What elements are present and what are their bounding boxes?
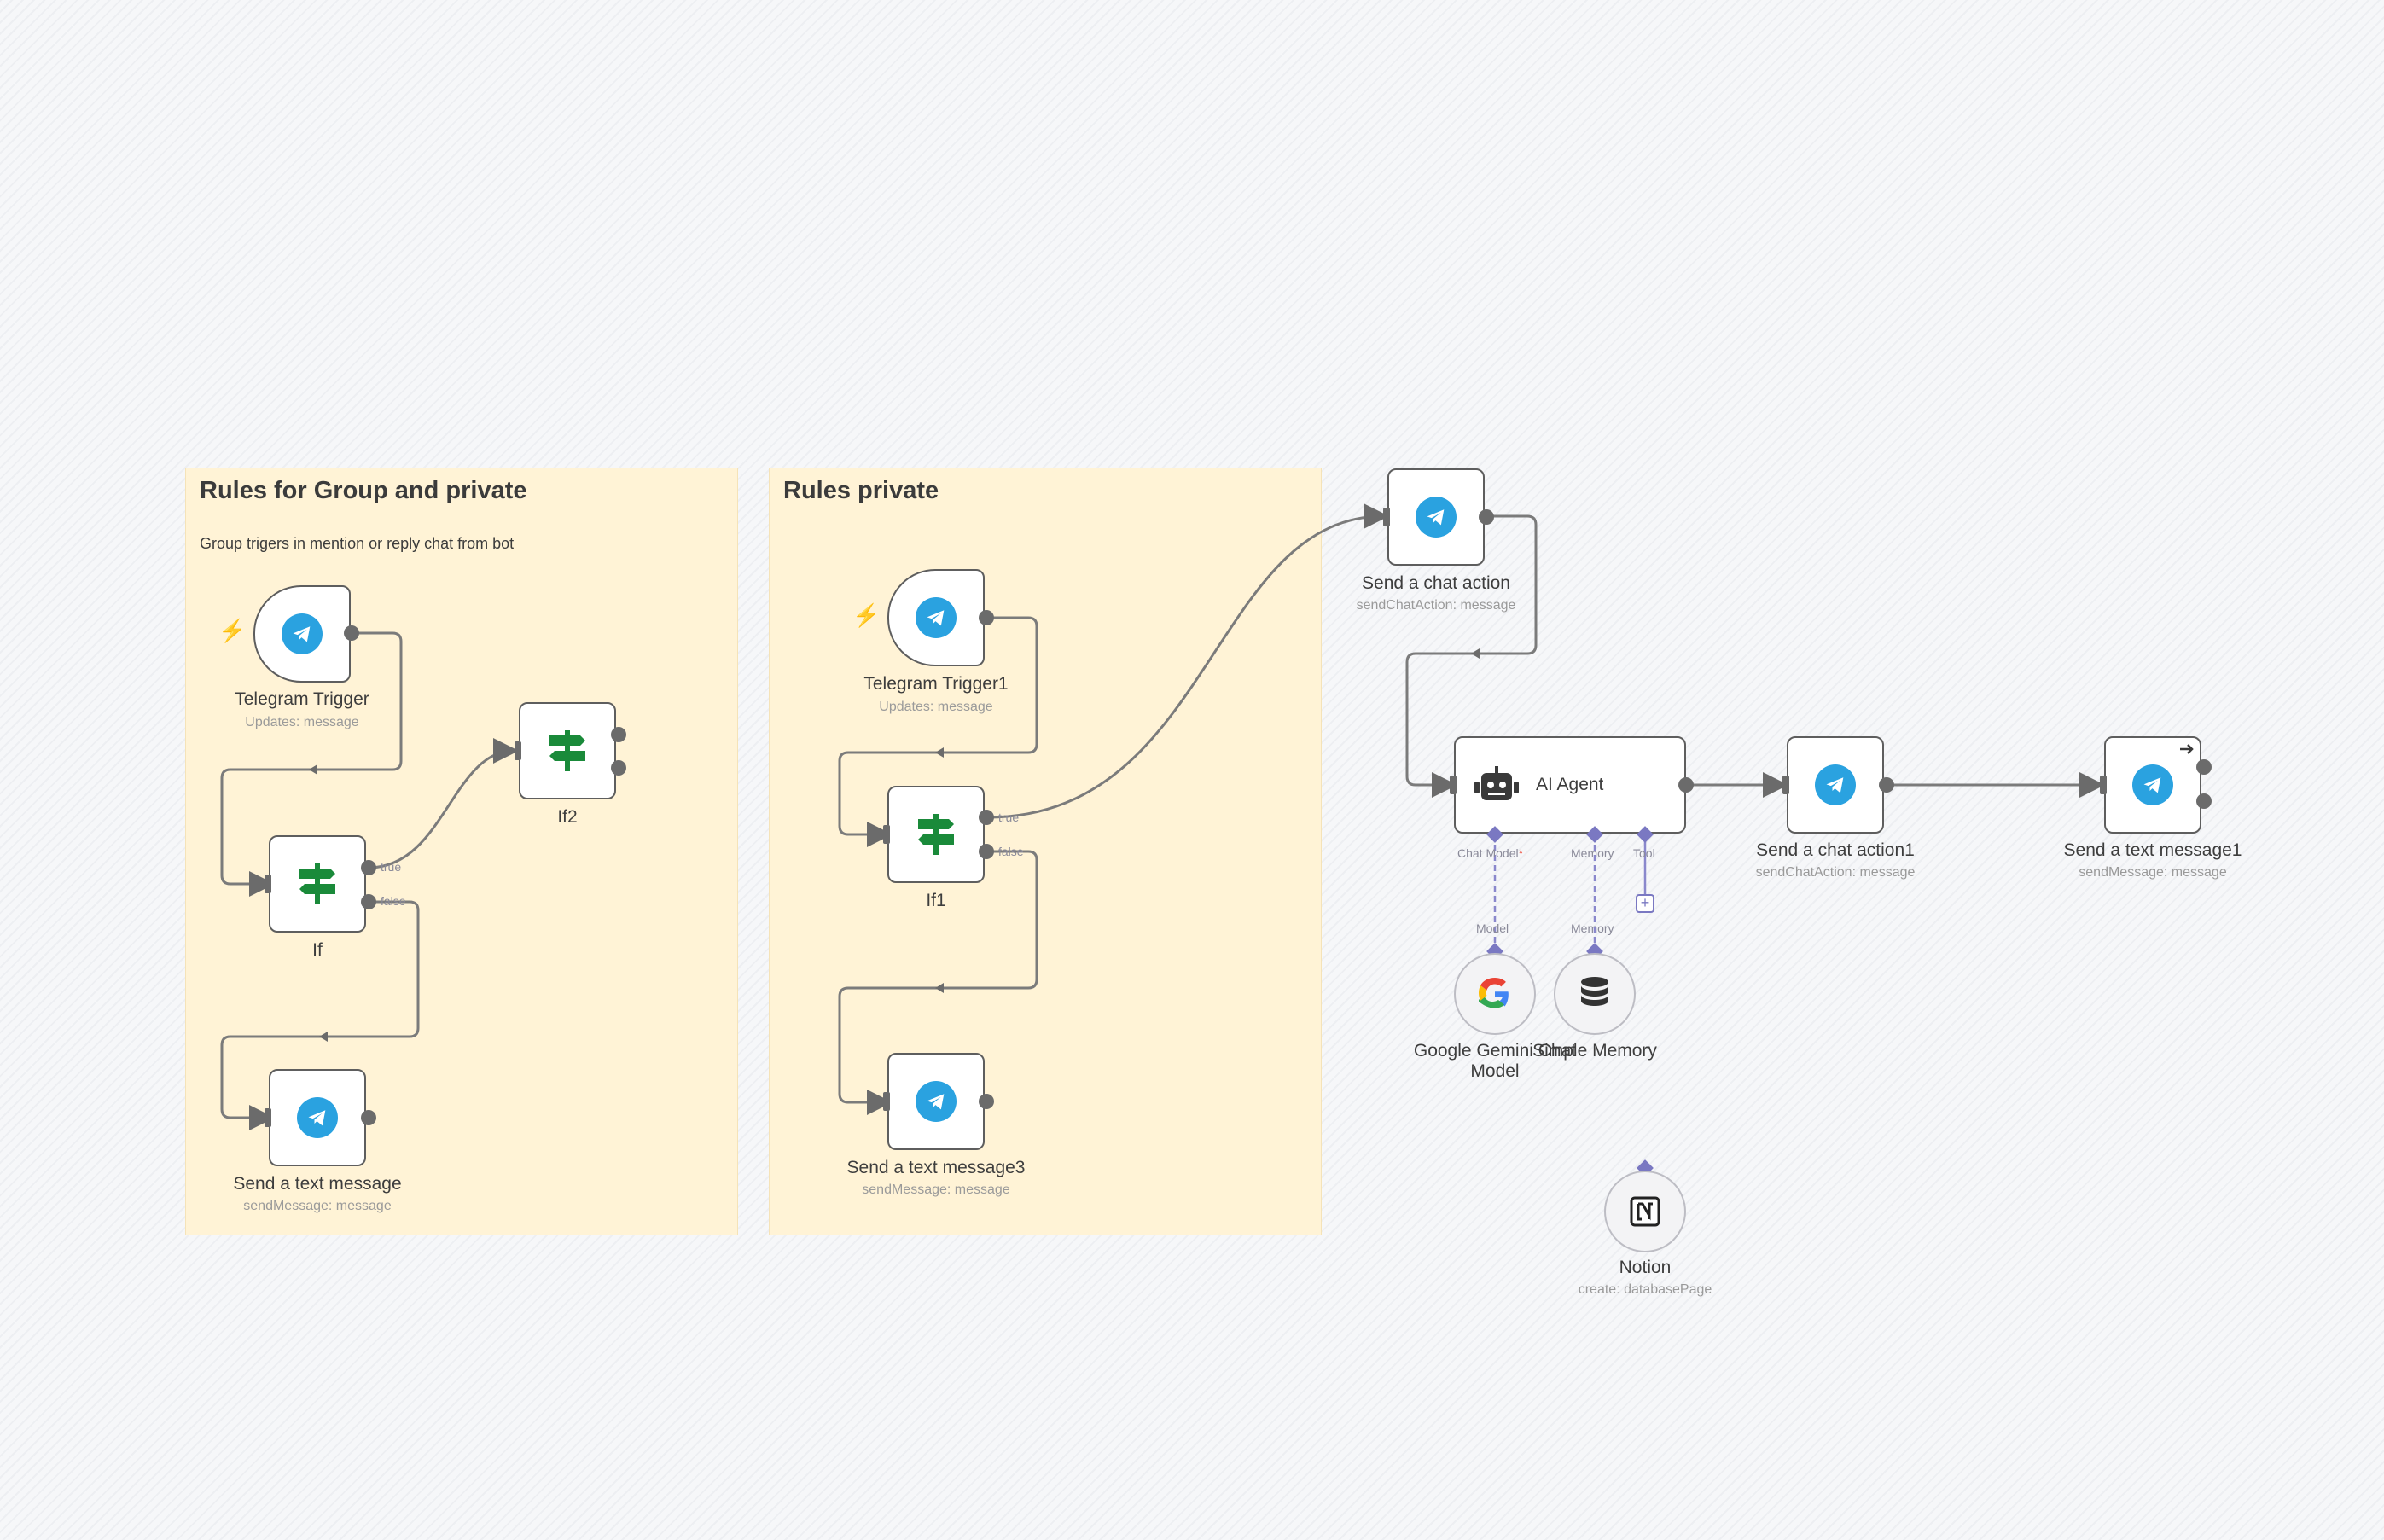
- telegram-icon: [1815, 764, 1856, 805]
- node-if[interactable]: [269, 835, 366, 933]
- telegram-icon: [1416, 497, 1457, 538]
- output-port[interactable]: [2196, 759, 2212, 775]
- node-ai-agent[interactable]: AI Agent: [1454, 736, 1686, 834]
- input-port[interactable]: [883, 825, 890, 844]
- true-output-port[interactable]: [361, 860, 376, 875]
- node-label: Send a text message1: [2063, 840, 2242, 860]
- node-label: If: [312, 940, 323, 960]
- node-telegram-trigger[interactable]: [253, 585, 351, 683]
- edge-if-if2: [368, 738, 519, 869]
- node-if2[interactable]: [519, 702, 616, 799]
- node-label: Simple Memory: [1532, 1041, 1657, 1061]
- node-label: Google Gemini Chat Model: [1413, 1041, 1577, 1081]
- output-port[interactable]: [2196, 793, 2212, 809]
- node-subtitle: create: databasePage: [1578, 1282, 1712, 1297]
- google-icon: [1479, 978, 1509, 1008]
- tool-port-label: Tool: [1633, 846, 1655, 860]
- false-label: false: [381, 894, 406, 908]
- node-subtitle: sendMessage: message: [243, 1199, 392, 1213]
- false-output-port[interactable]: [979, 844, 994, 859]
- node-if1[interactable]: [887, 786, 985, 883]
- input-port[interactable]: [1383, 508, 1390, 526]
- input-port[interactable]: [265, 1108, 271, 1127]
- input-port[interactable]: [515, 741, 521, 760]
- database-icon: [1581, 977, 1608, 1006]
- sticky-title: Rules for Group and private: [200, 477, 527, 504]
- input-port[interactable]: [2100, 776, 2107, 794]
- arrow-right-icon: [2180, 744, 2194, 754]
- output-port[interactable]: [344, 625, 359, 641]
- trigger-bolt-icon: ⚡: [218, 618, 247, 643]
- node-subtitle: sendMessage: message: [862, 1183, 1010, 1197]
- add-tool-button[interactable]: +: [1636, 894, 1654, 913]
- node-label: Send a chat action1: [1756, 840, 1915, 860]
- node-subtitle: Updates: message: [879, 700, 993, 714]
- false-label: false: [998, 845, 1024, 858]
- false-output-port[interactable]: [361, 894, 376, 909]
- node-label: AI Agent: [1536, 775, 1604, 794]
- telegram-icon: [2132, 764, 2173, 805]
- chat-model-port-label: Chat Model*: [1457, 846, 1524, 860]
- node-label: Telegram Trigger: [235, 689, 369, 709]
- telegram-icon: [282, 613, 323, 654]
- model-port-label: Model: [1476, 921, 1509, 935]
- node-label: Telegram Trigger1: [863, 674, 1009, 694]
- node-subtitle: Updates: message: [245, 715, 359, 729]
- false-output-port[interactable]: [611, 760, 626, 776]
- true-label: true: [381, 860, 402, 874]
- edge-if1-chataction: [986, 503, 1389, 819]
- signpost-icon: [918, 814, 954, 855]
- node-label: Notion: [1619, 1258, 1672, 1277]
- input-port[interactable]: [1782, 776, 1789, 794]
- node-send-text-message1[interactable]: [2104, 736, 2201, 834]
- notion-icon: [1630, 1196, 1660, 1227]
- output-port[interactable]: [361, 1110, 376, 1125]
- node-send-chat-action1[interactable]: [1787, 736, 1884, 834]
- memory-port-label: Memory: [1571, 846, 1614, 860]
- node-google-gemini[interactable]: [1454, 953, 1536, 1035]
- memory-port-label: Memory: [1571, 921, 1614, 935]
- node-label: Send a text message: [233, 1174, 402, 1194]
- robot-icon: [1474, 766, 1519, 800]
- node-label: If1: [926, 891, 946, 910]
- node-subtitle: sendChatAction: message: [1356, 598, 1516, 613]
- output-port[interactable]: [1678, 777, 1694, 793]
- node-subtitle: sendChatAction: message: [1755, 865, 1916, 880]
- node-send-chat-action[interactable]: [1387, 468, 1485, 566]
- node-subtitle: sendMessage: message: [2079, 865, 2227, 880]
- node-notion[interactable]: [1604, 1171, 1686, 1252]
- signpost-icon: [549, 730, 585, 771]
- true-label: true: [998, 811, 1020, 824]
- node-label: Send a text message3: [846, 1158, 1026, 1177]
- sticky-title: Rules private: [783, 477, 939, 504]
- true-output-port[interactable]: [611, 727, 626, 742]
- telegram-icon: [297, 1097, 338, 1138]
- sticky-text: Group trigers in mention or reply chat f…: [200, 535, 515, 552]
- true-output-port[interactable]: [979, 810, 994, 825]
- node-label: Send a chat action: [1362, 573, 1510, 593]
- output-port[interactable]: [979, 610, 994, 625]
- input-port[interactable]: [265, 875, 271, 893]
- node-send-text-message[interactable]: [269, 1069, 366, 1166]
- output-port[interactable]: [1479, 509, 1494, 525]
- output-port[interactable]: [1879, 777, 1894, 793]
- telegram-icon: [916, 597, 957, 638]
- input-port[interactable]: [1450, 776, 1457, 794]
- signpost-icon: [299, 863, 335, 904]
- sticky-note-private[interactable]: Rules private: [769, 468, 1322, 1235]
- node-telegram-trigger1[interactable]: [887, 569, 985, 666]
- node-label: If2: [557, 807, 578, 827]
- telegram-icon: [916, 1081, 957, 1122]
- output-port[interactable]: [979, 1094, 994, 1109]
- node-simple-memory[interactable]: [1554, 953, 1636, 1035]
- node-send-text-message3[interactable]: [887, 1053, 985, 1150]
- trigger-bolt-icon: ⚡: [852, 602, 881, 628]
- input-port[interactable]: [883, 1092, 890, 1111]
